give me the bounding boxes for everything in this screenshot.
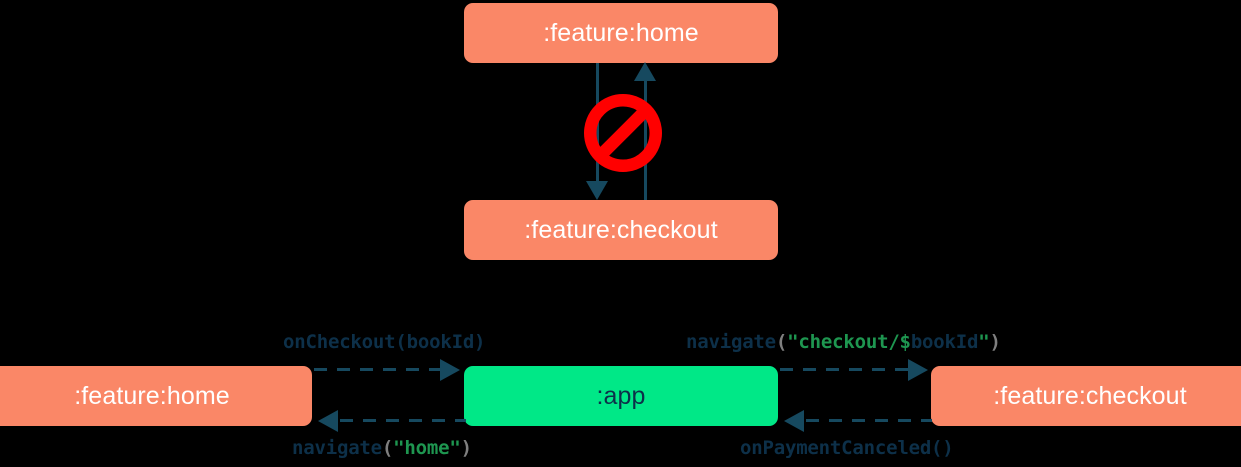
code-token-ident: onCheckout(bookId) [283, 331, 486, 353]
edge-app-to-home-line [340, 419, 466, 422]
node-label: :app [596, 381, 646, 410]
code-token-ident: navigate [292, 437, 382, 459]
node-feature-home-bottom[interactable]: :feature:home [0, 366, 312, 426]
code-token-ident: onPaymentCanceled() [740, 437, 954, 459]
code-token-punct: ( [775, 331, 788, 353]
edge-home-to-checkout-arrowhead [586, 181, 608, 200]
code-token-string: "checkout/$ [787, 331, 911, 353]
edge-label-app-to-checkout: navigate("checkout/$bookId") [686, 331, 1001, 353]
edge-home-to-app-arrowhead [440, 359, 460, 381]
code-token-punct: ) [989, 331, 1001, 353]
node-label: :feature:home [74, 381, 230, 410]
code-token-punct: ) [460, 437, 472, 459]
edge-checkout-to-app-arrowhead [784, 410, 804, 432]
edge-label-home-to-app: onCheckout(bookId) [283, 331, 486, 353]
code-token-punct: ( [381, 437, 394, 459]
edge-app-to-checkout-arrowhead [908, 359, 928, 381]
edge-app-to-home-arrowhead [318, 410, 338, 432]
code-token-ident: bookId [910, 331, 979, 353]
edge-checkout-to-app-line [806, 419, 932, 422]
node-label: :feature:checkout [993, 381, 1187, 410]
node-feature-home-top[interactable]: :feature:home [464, 3, 778, 63]
node-app[interactable]: :app [464, 366, 778, 426]
node-label: :feature:checkout [524, 215, 718, 244]
edge-home-to-app-line [314, 368, 444, 371]
code-token-string: " [978, 331, 990, 353]
code-token-string: "home" [393, 437, 461, 459]
edge-app-to-checkout-line [780, 368, 910, 371]
code-token-ident: navigate [686, 331, 776, 353]
edge-label-app-to-home: navigate("home") [292, 437, 472, 459]
edge-label-checkout-to-app: onPaymentCanceled() [740, 437, 954, 459]
edge-checkout-to-home-line [644, 78, 647, 200]
edge-checkout-to-home-arrowhead [634, 62, 656, 81]
node-feature-checkout-bottom[interactable]: :feature:checkout [931, 366, 1241, 426]
node-feature-checkout-top[interactable]: :feature:checkout [464, 200, 778, 260]
node-label: :feature:home [543, 18, 699, 47]
no-entry-icon [584, 94, 662, 172]
